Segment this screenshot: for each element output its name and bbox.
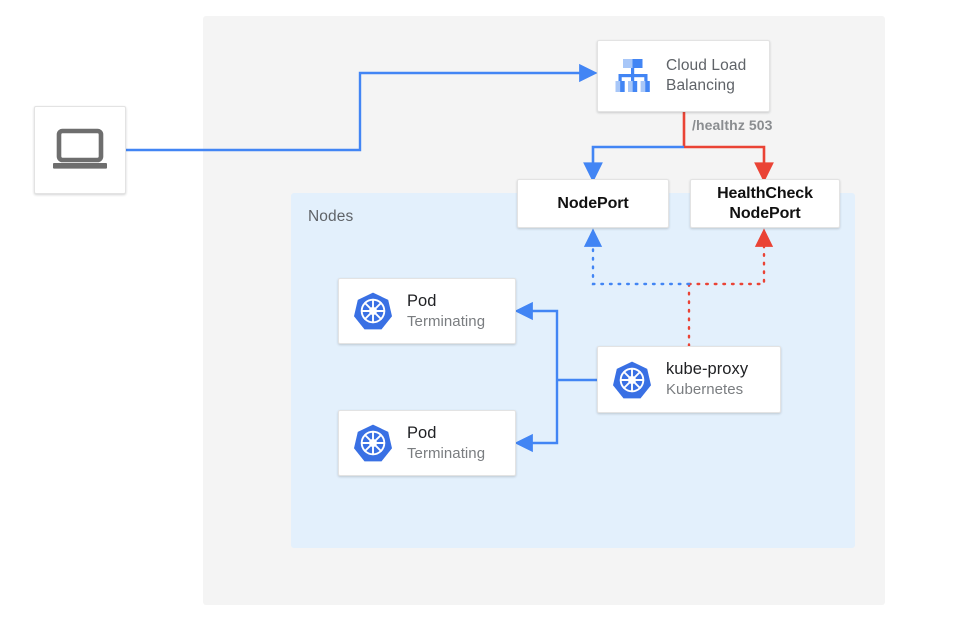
kube-proxy-node[interactable]: kube-proxy Kubernetes [597, 346, 781, 413]
client-node[interactable] [34, 106, 126, 194]
pod-2-subtitle: Terminating [407, 444, 486, 462]
pod-2-text: Pod Terminating [407, 424, 485, 462]
cloud-load-balancing-line-2: Balancing [666, 77, 735, 94]
kubernetes-icon [354, 424, 392, 462]
kube-proxy-title: kube-proxy [666, 360, 749, 379]
cloud-load-balancing-node[interactable]: Cloud Load Balancing [597, 40, 770, 112]
kube-proxy-text: kube-proxy Kubernetes [666, 360, 748, 398]
cloud-load-balancing-line-1: Cloud Load [666, 56, 747, 74]
laptop-icon [53, 128, 107, 169]
pod-node-1[interactable]: Pod Terminating [338, 278, 516, 344]
kubernetes-icon [354, 292, 392, 330]
pod-2-title: Pod [407, 423, 437, 442]
pod-node-2[interactable]: Pod Terminating [338, 410, 516, 476]
cloud-load-balancing-icon [615, 59, 650, 92]
kubernetes-icon [613, 361, 651, 398]
nodes-panel-label: Nodes [308, 208, 354, 225]
pod-1-title: Pod [407, 291, 437, 310]
healthcheck-nodeport-label-line-1: HealthCheck [717, 184, 813, 202]
healthcheck-nodeport-label: HealthCheck NodePort [717, 184, 813, 224]
healthcheck-nodeport-service[interactable]: HealthCheck NodePort [690, 179, 840, 228]
healthz-status-label: /healthz 503 [692, 117, 773, 133]
nodeport-label: NodePort [557, 194, 628, 214]
healthcheck-nodeport-label-line-2: NodePort [729, 204, 801, 222]
nodeport-service[interactable]: NodePort [517, 179, 669, 228]
pod-1-text: Pod Terminating [407, 292, 485, 330]
pod-1-subtitle: Terminating [407, 312, 486, 330]
kube-proxy-subtitle: Kubernetes [666, 381, 744, 399]
nodeport-label-line-1: NodePort [557, 194, 629, 212]
cloud-load-balancing-label: Cloud Load Balancing [666, 56, 746, 97]
